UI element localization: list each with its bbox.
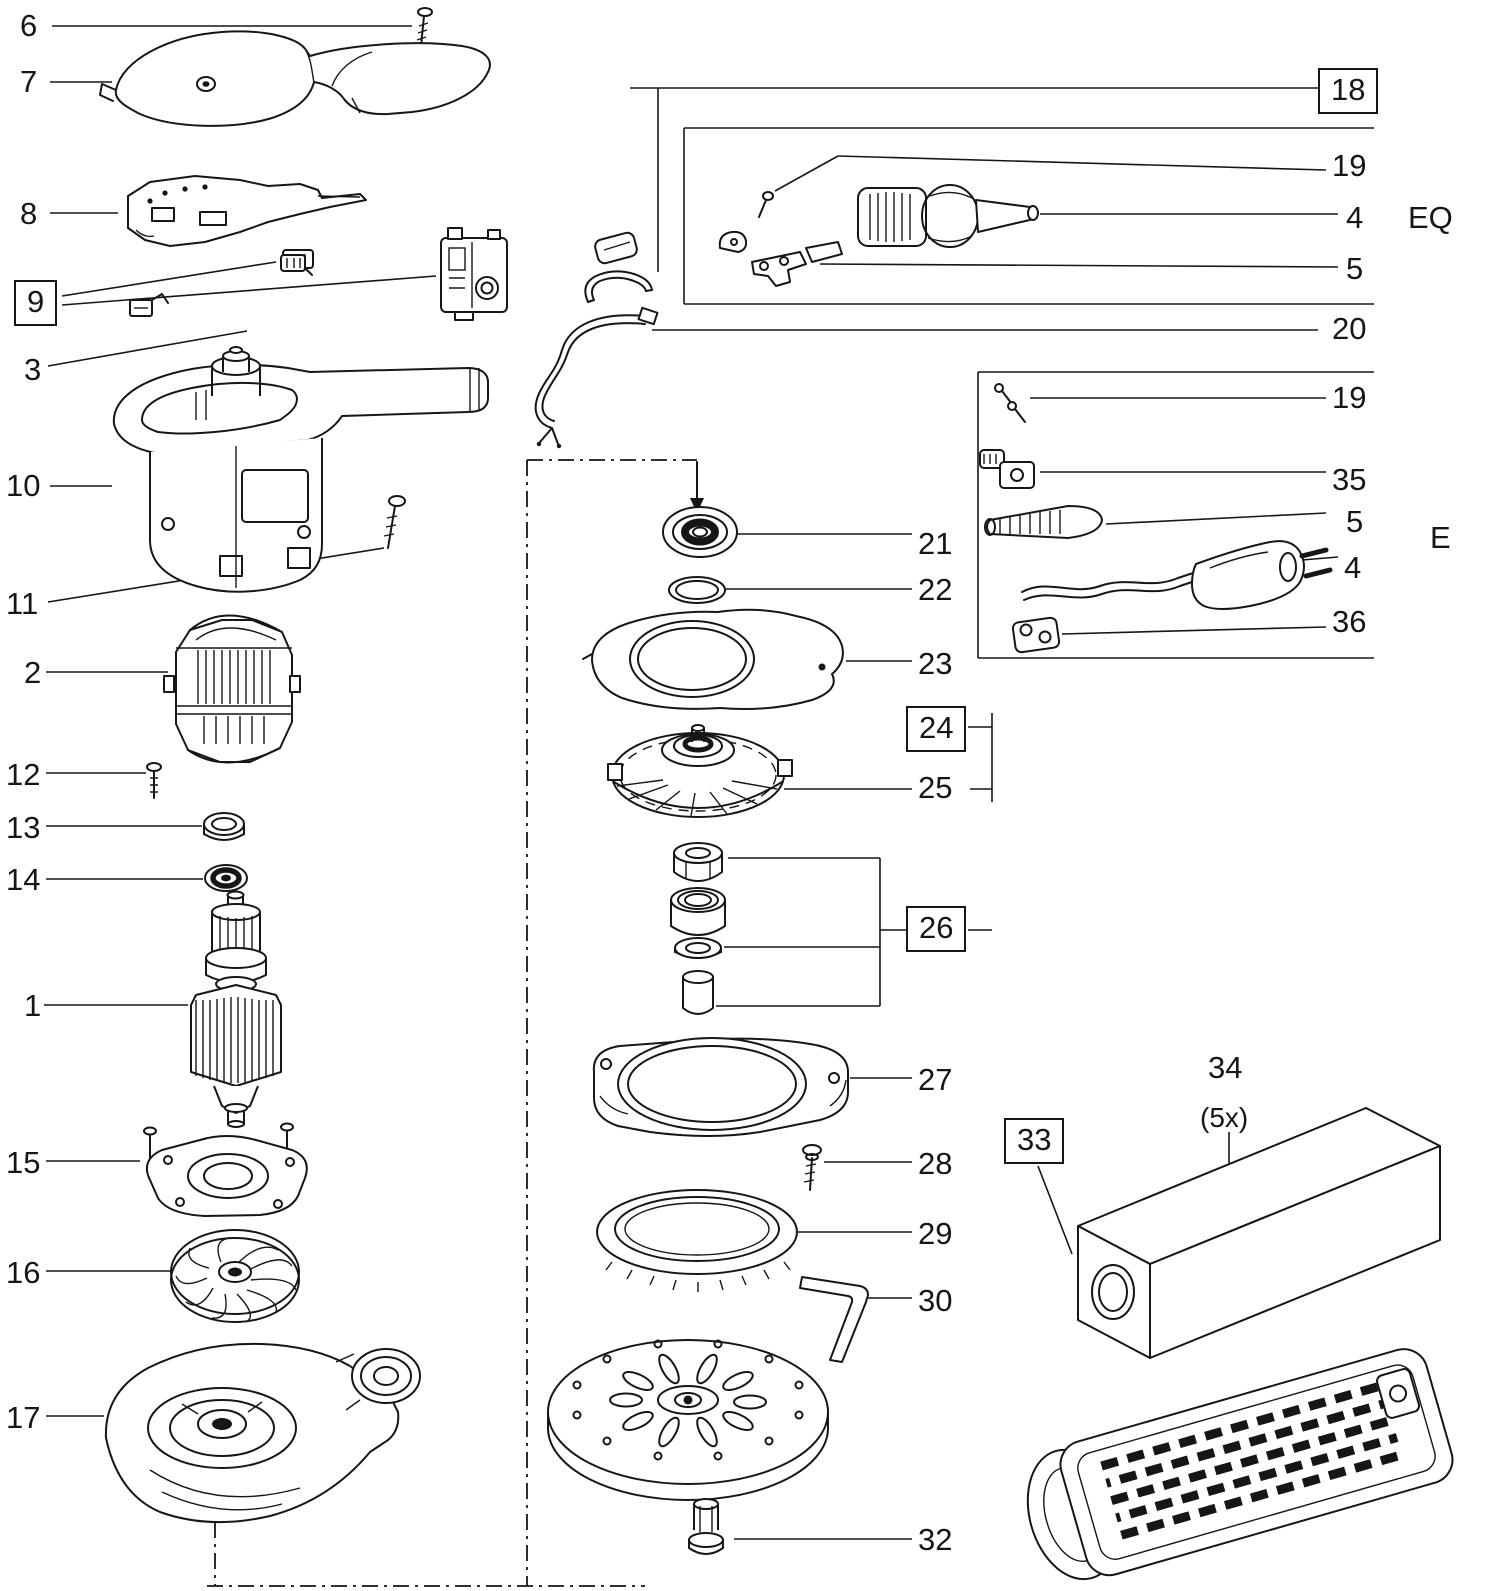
part-label-18: 18 bbox=[1318, 68, 1379, 114]
eccentric-25-drawing bbox=[607, 724, 793, 818]
stator-2-drawing bbox=[163, 614, 301, 764]
part-label-4-e: 4 bbox=[1344, 550, 1362, 585]
section-label-e: E bbox=[1430, 520, 1451, 555]
abrasive-box-34-drawing bbox=[1077, 1107, 1441, 1359]
tray-33-drawing bbox=[1026, 1348, 1454, 1581]
screw-12-drawing bbox=[146, 762, 162, 799]
part-label-30: 30 bbox=[918, 1283, 953, 1318]
part-label-15: 15 bbox=[6, 1145, 41, 1180]
plug-it-connector-eq-drawing bbox=[857, 184, 1039, 248]
ring-22-drawing bbox=[668, 576, 726, 604]
switch-drawing bbox=[440, 227, 508, 321]
part-label-5-eq: 5 bbox=[1346, 251, 1364, 286]
cable-terminal-pad-drawing bbox=[594, 231, 638, 265]
part-label-13: 13 bbox=[6, 810, 41, 845]
cable-clamp-parts-eq-drawing bbox=[718, 230, 843, 287]
part-label-5-e: 5 bbox=[1346, 504, 1364, 539]
part-label-23: 23 bbox=[918, 646, 953, 681]
top-cover-7-drawing bbox=[99, 30, 491, 127]
boot-5-drawing bbox=[984, 505, 1103, 539]
bracket-15-drawing bbox=[143, 1122, 308, 1217]
wire-20-drawing bbox=[534, 306, 659, 449]
part-label-5x: (5x) bbox=[1200, 1102, 1249, 1133]
allen-key-30-drawing bbox=[799, 1276, 869, 1363]
part-label-34: 34 bbox=[1208, 1050, 1243, 1085]
housing-10-drawing bbox=[112, 346, 489, 593]
section-label-eq: EQ bbox=[1408, 200, 1453, 235]
clamp-36-drawing bbox=[1011, 616, 1061, 654]
screws-19-e-drawing bbox=[994, 383, 1026, 423]
bearing-14-drawing bbox=[204, 864, 248, 892]
screw-11-drawing bbox=[383, 495, 406, 549]
part-label-35: 35 bbox=[1332, 462, 1367, 497]
base-housing-17-drawing bbox=[104, 1342, 421, 1524]
cable-hook-drawing bbox=[584, 270, 653, 303]
armature-1-drawing bbox=[190, 890, 282, 1128]
screw-32-drawing bbox=[688, 1498, 724, 1555]
part-label-3: 3 bbox=[24, 352, 42, 387]
part-label-10: 10 bbox=[6, 468, 41, 503]
part-label-33: 33 bbox=[1004, 1118, 1065, 1164]
part-label-11: 11 bbox=[6, 586, 39, 621]
part-label-12: 12 bbox=[6, 757, 41, 792]
electronics-8-drawing bbox=[127, 175, 367, 269]
fastener-stack-26-drawing bbox=[670, 842, 726, 1015]
leader-lines bbox=[44, 25, 1374, 1540]
part-label-27: 27 bbox=[918, 1062, 953, 1097]
part-label-20: 20 bbox=[1332, 311, 1367, 346]
brake-ring-29-drawing bbox=[596, 1189, 798, 1292]
bearing-21-drawing bbox=[662, 506, 738, 558]
part-label-14: 14 bbox=[6, 862, 41, 897]
part-label-28: 28 bbox=[918, 1146, 953, 1181]
part-label-21: 21 bbox=[918, 526, 953, 561]
power-cable-4-drawing bbox=[1021, 540, 1333, 610]
part-label-24: 24 bbox=[906, 706, 967, 752]
ring-housing-27-drawing bbox=[592, 1037, 849, 1137]
part-label-29: 29 bbox=[918, 1216, 953, 1251]
part-label-32: 32 bbox=[918, 1522, 953, 1557]
part-label-25: 25 bbox=[918, 770, 953, 805]
clip-parts-drawing bbox=[129, 254, 313, 317]
part-label-22: 22 bbox=[918, 572, 953, 607]
part-label-8: 8 bbox=[20, 196, 38, 231]
part-label-4-eq: 4 bbox=[1346, 200, 1364, 235]
part-label-16: 16 bbox=[6, 1255, 41, 1290]
part-label-36: 36 bbox=[1332, 604, 1367, 639]
sanding-pad-drawing bbox=[547, 1339, 829, 1501]
screw-6-drawing bbox=[416, 7, 433, 47]
part-label-19-eq: 19 bbox=[1332, 148, 1367, 183]
ring-13-drawing bbox=[203, 812, 245, 841]
screw-19-eq-drawing bbox=[758, 191, 774, 218]
fan-16-drawing bbox=[170, 1229, 300, 1323]
assembly-boundary-dashdot bbox=[207, 459, 704, 1587]
part-label-9: 9 bbox=[14, 280, 58, 326]
part-label-17: 17 bbox=[6, 1400, 41, 1435]
part-label-2: 2 bbox=[24, 655, 42, 690]
screw-28-drawing bbox=[802, 1144, 822, 1191]
bearing-cover-23-drawing bbox=[582, 608, 844, 710]
part-label-1: 1 bbox=[24, 988, 42, 1023]
part-label-7: 7 bbox=[20, 64, 38, 99]
part-label-19-e: 19 bbox=[1332, 380, 1367, 415]
part-label-26: 26 bbox=[906, 906, 967, 952]
clamp-35-drawing bbox=[979, 449, 1035, 489]
part-label-6: 6 bbox=[20, 8, 38, 43]
